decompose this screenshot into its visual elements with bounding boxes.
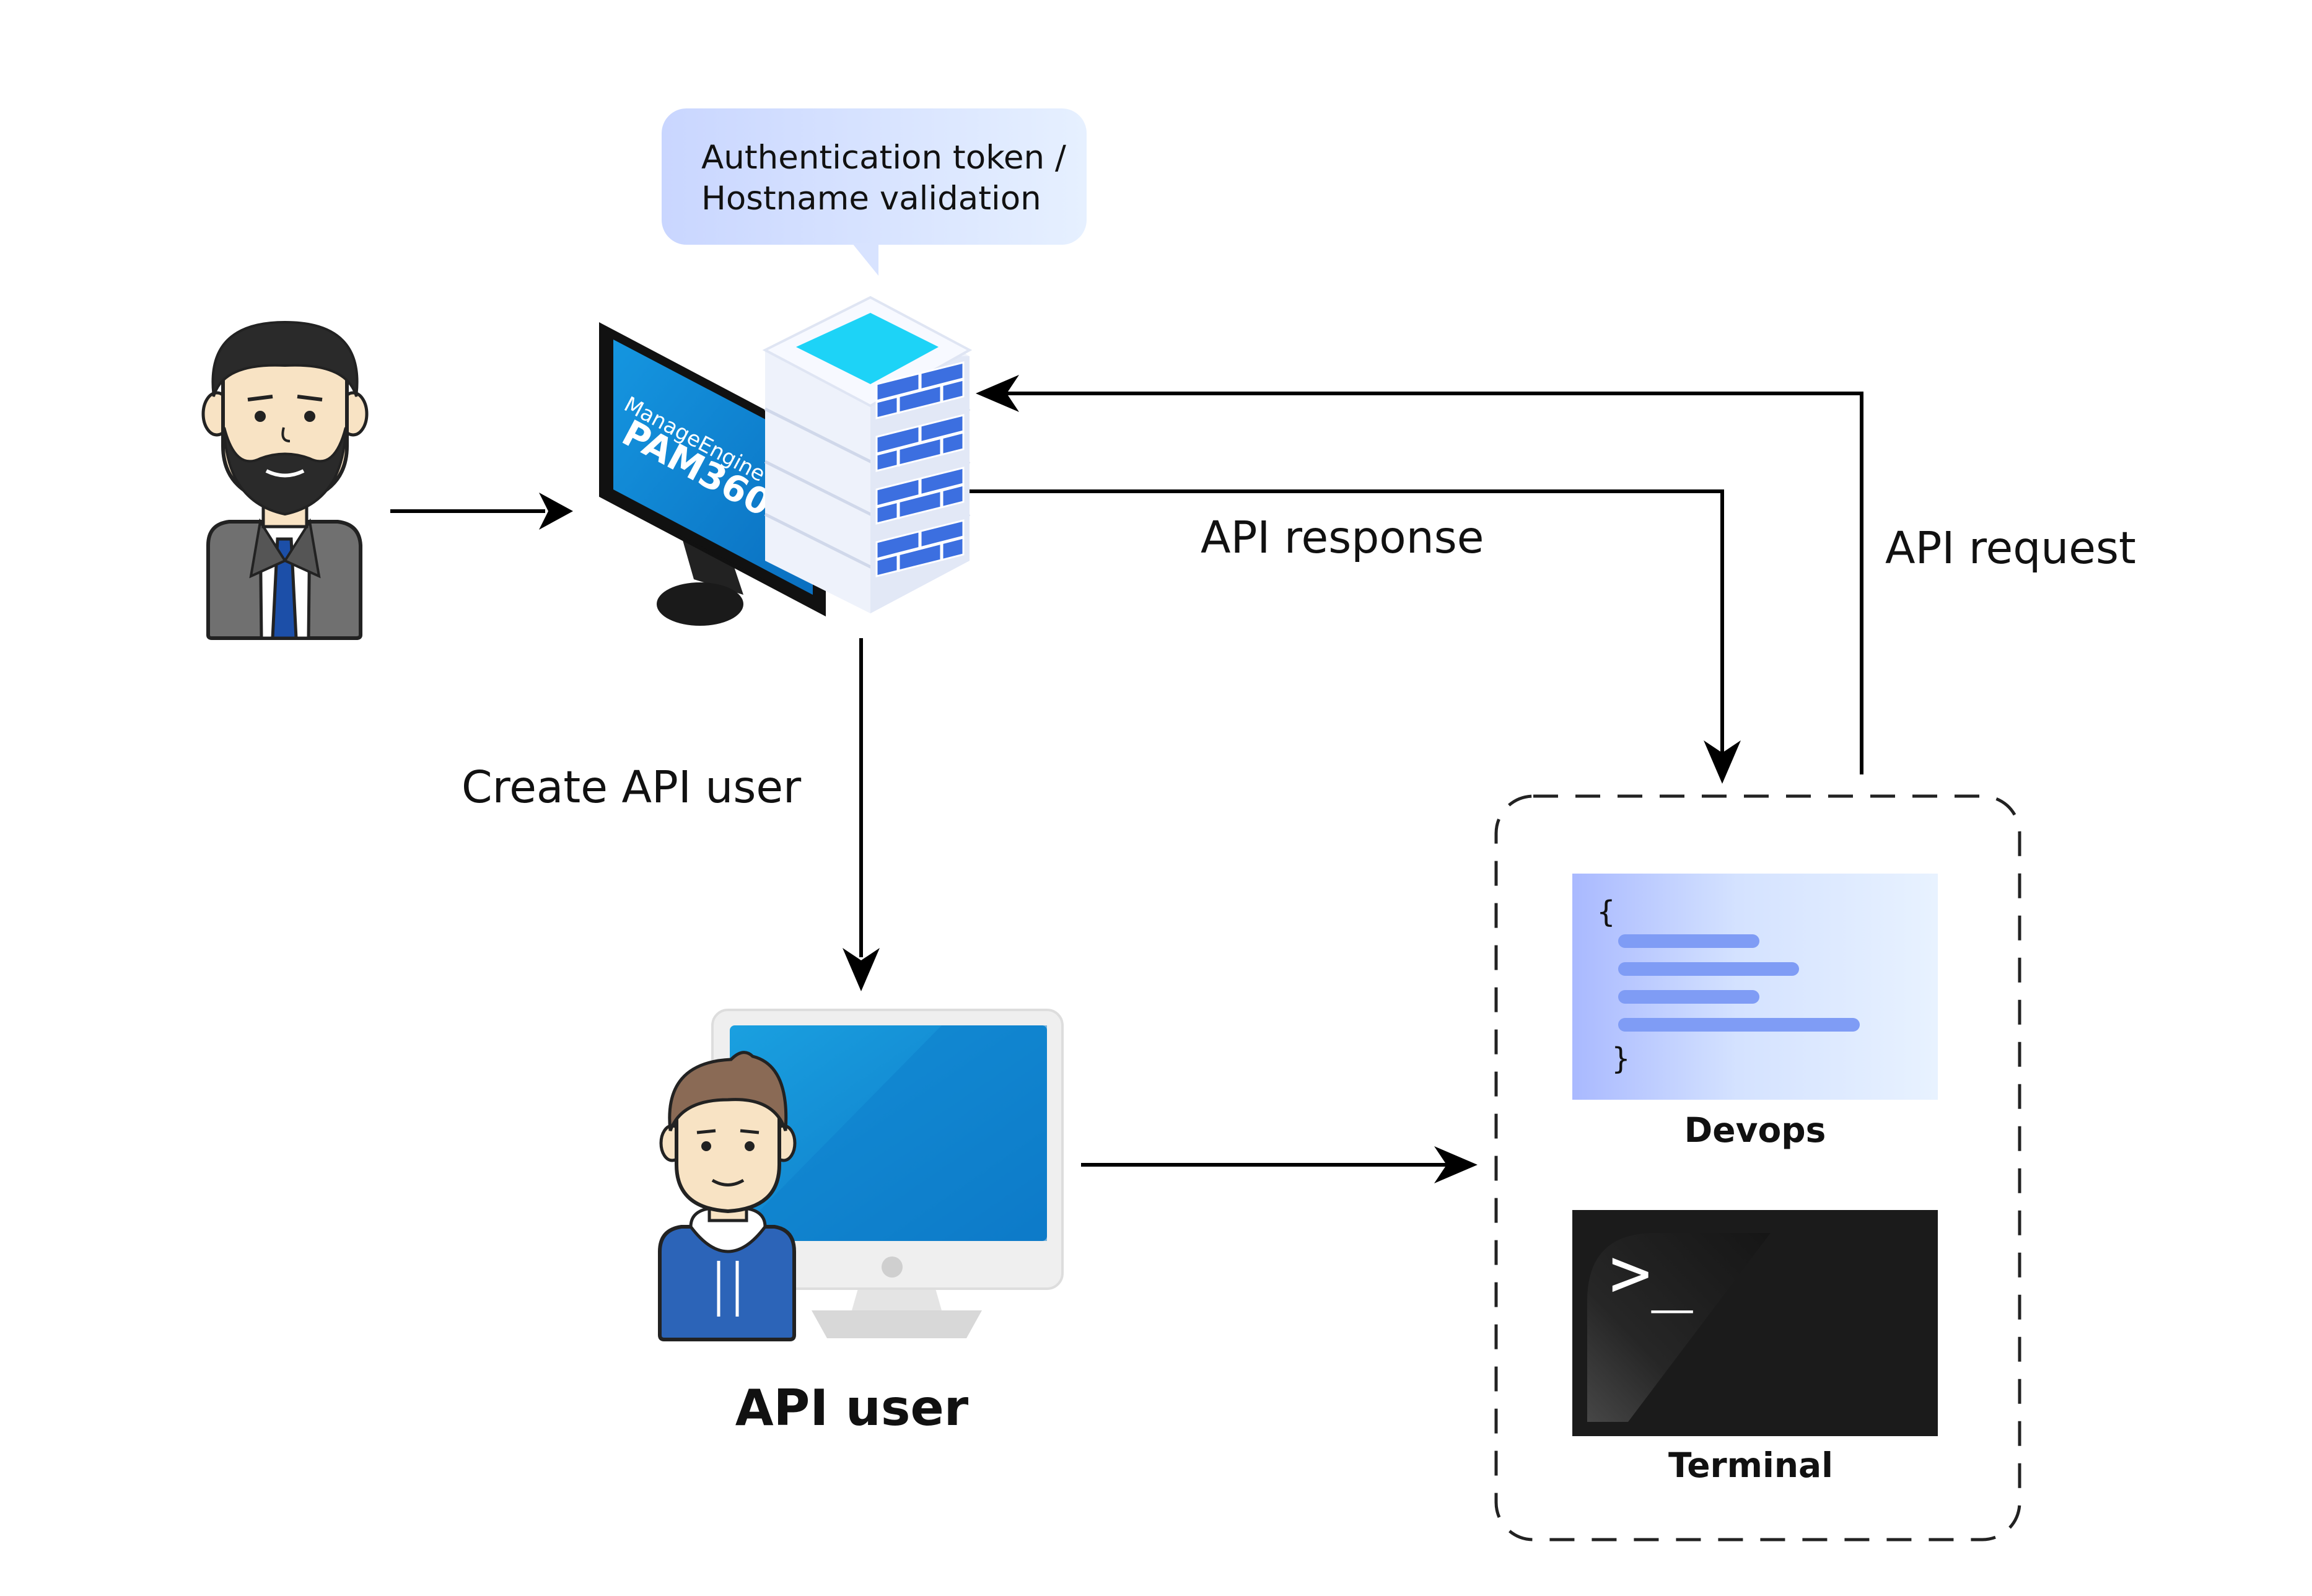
code-line-2: [1618, 962, 1799, 976]
api-request-arrow: [976, 375, 1863, 774]
devops-card: { }: [1572, 874, 1938, 1100]
code-line-3: [1618, 990, 1759, 1004]
pam360-monitor-icon: ManageEngine PAM360: [599, 322, 826, 626]
devops-label: Devops: [1684, 1110, 1826, 1150]
code-line-4: [1618, 1018, 1860, 1032]
auth-validation-bubble: Authentication token / Hostname validati…: [662, 108, 1087, 276]
admin-user-icon: [201, 320, 369, 640]
create-api-user-arrow: [843, 638, 880, 991]
api-user-avatar-icon: [658, 1051, 797, 1341]
terminal-label: Terminal: [1668, 1445, 1833, 1485]
terminal-card: >_: [1572, 1210, 1938, 1436]
user-to-clients-arrow: [1081, 1146, 1478, 1183]
devops-open-brace: {: [1597, 895, 1615, 929]
server-stack-icon: [762, 296, 973, 613]
bubble-line-2: Hostname validation: [701, 180, 1041, 217]
create-api-user-label: Create API user: [462, 761, 802, 813]
api-response-arrow: [970, 489, 1741, 784]
terminal-prompt-icon: >_: [1609, 1233, 1693, 1313]
clients-container: [1494, 794, 2021, 1541]
api-request-label: API request: [1885, 522, 2136, 574]
code-line-1: [1618, 934, 1759, 948]
workstation-monitor-icon: [711, 1009, 1064, 1338]
devops-close-brace: }: [1612, 1041, 1630, 1076]
bubble-line-1: Authentication token /: [701, 139, 1066, 177]
api-response-label: API response: [1201, 512, 1484, 563]
admin-to-pam-arrow: [390, 493, 573, 530]
api-user-title: API user: [735, 1379, 969, 1437]
